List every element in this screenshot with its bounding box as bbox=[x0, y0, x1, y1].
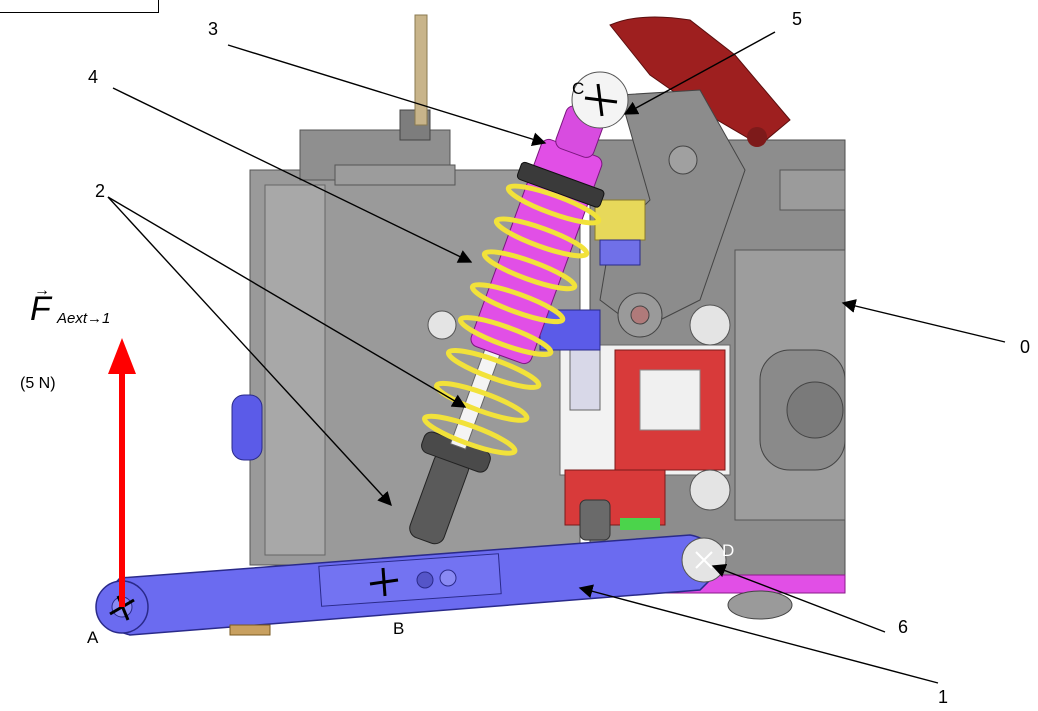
callout-3: 3 bbox=[208, 19, 219, 39]
point-label-b: B bbox=[393, 619, 405, 638]
shock-absorber bbox=[409, 105, 605, 545]
force-magnitude: (5 N) bbox=[20, 375, 56, 392]
joint-marks bbox=[109, 83, 618, 621]
callout-0: 0 bbox=[1020, 337, 1031, 357]
callout-5: 5 bbox=[792, 9, 803, 29]
vector-mark: → bbox=[34, 282, 50, 299]
callout-2: 2 bbox=[95, 181, 106, 201]
force-subscript: Aext→1 bbox=[57, 310, 111, 327]
callout-1: 1 bbox=[938, 687, 949, 707]
leader-lines bbox=[107, 31, 1006, 684]
force-symbol: → F Aext→1 bbox=[30, 282, 140, 342]
chassis-part-0 bbox=[231, 14, 846, 620]
callout-6: 6 bbox=[898, 617, 909, 637]
force-arrow bbox=[108, 338, 136, 607]
frame-box bbox=[0, 0, 159, 13]
callout-4: 4 bbox=[88, 67, 99, 87]
force-letter: F bbox=[30, 290, 51, 328]
point-label-d: D bbox=[722, 541, 735, 560]
point-label-a: A bbox=[87, 628, 99, 647]
point-label-c: C bbox=[572, 79, 585, 98]
